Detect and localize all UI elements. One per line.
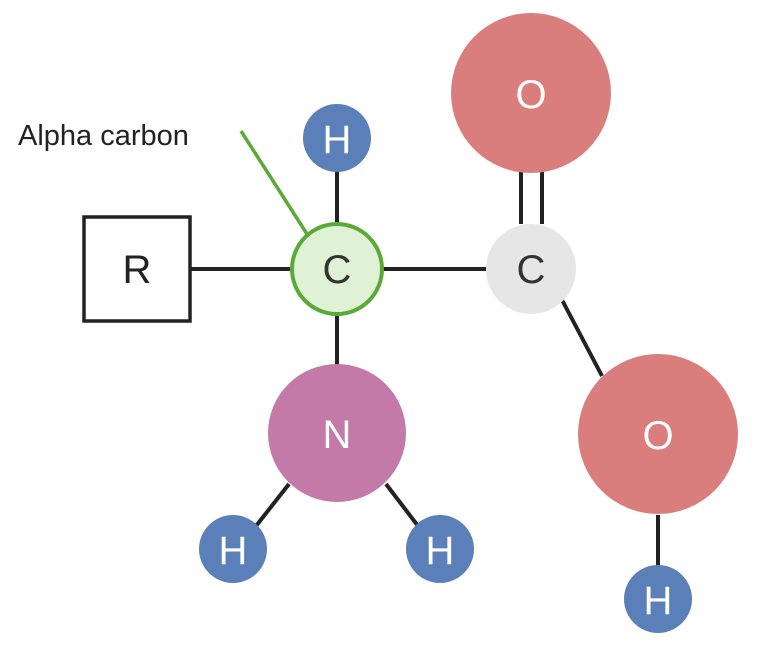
carboxyl-carbon-circle (486, 224, 576, 314)
alpha-carbon-atom: C (290, 222, 384, 316)
carboxyl-carbon-atom: C (486, 224, 576, 314)
alpha-hydrogen-circle (303, 104, 371, 172)
hydroxyl-hydrogen-label: H (644, 579, 673, 623)
alpha-carbon-pointer-line (239, 130, 309, 235)
hydroxyl-oxygen-atom: O (578, 354, 738, 514)
bond-carboxyl-carbon-to-hydroxyl-oxygen (559, 297, 604, 377)
carboxyl-carbon-label: C (517, 248, 546, 292)
bond-nitrogen-to-hydrogen-right (384, 482, 420, 528)
alpha-carbon-label: C (323, 248, 352, 292)
amino-hydrogen-left-atom: H (199, 515, 267, 583)
alpha-carbon-circle (290, 222, 384, 316)
bond-nitrogen-to-hydrogen-left (254, 482, 291, 528)
amino-nitrogen-atom: N (268, 364, 406, 502)
r-group-label: R (123, 248, 152, 292)
hydroxyl-oxygen-circle (578, 354, 738, 514)
hydroxyl-hydrogen-circle (624, 565, 692, 633)
carbonyl-oxygen-circle (451, 13, 611, 173)
alpha-hydrogen-label: H (323, 118, 352, 162)
amino-nitrogen-label: N (323, 413, 352, 457)
carbonyl-oxygen-atom: O (451, 13, 611, 173)
amino-hydrogen-left-circle (199, 515, 267, 583)
amino-hydrogen-right-label: H (426, 529, 455, 573)
bonds (190, 170, 660, 567)
hydroxyl-hydrogen-atom: H (624, 565, 692, 633)
amino-hydrogen-left-label: H (219, 529, 248, 573)
amino-nitrogen-circle (268, 364, 406, 502)
carbonyl-oxygen-label: O (515, 73, 546, 117)
amino-hydrogen-right-circle (406, 515, 474, 583)
r-group-box (82, 215, 192, 323)
r-group: R (82, 215, 192, 323)
alpha-carbon-annotation: Alpha carbon (18, 120, 189, 152)
hydroxyl-oxygen-label: O (642, 414, 673, 458)
alpha-hydrogen-atom: H (303, 104, 371, 172)
amino-hydrogen-right-atom: H (406, 515, 474, 583)
